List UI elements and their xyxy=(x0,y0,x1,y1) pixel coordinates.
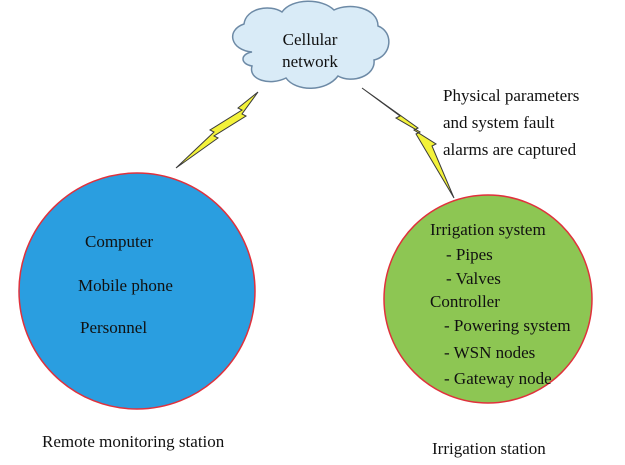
annotation-line2: and system fault xyxy=(443,113,555,132)
lightning-bolt-icon-right xyxy=(361,87,455,199)
remote-station-caption: Remote monitoring station xyxy=(42,432,225,451)
irrigation-item-controller: Controller xyxy=(430,292,500,311)
cloud-icon xyxy=(232,0,390,89)
remote-item-personnel: Personnel xyxy=(80,318,148,337)
lightning-bolt-icon-left xyxy=(175,91,259,169)
irrigation-station-circle xyxy=(383,194,593,404)
irrigation-item-powering-system: - Powering system xyxy=(444,316,571,335)
remote-item-computer: Computer xyxy=(85,232,153,251)
annotation-line3: alarms are captured xyxy=(443,140,577,159)
irrigation-item-valves: - Valves xyxy=(446,269,501,288)
cloud-label-line2: network xyxy=(282,52,338,71)
irrigation-item-irrigation-system: Irrigation system xyxy=(430,220,546,239)
irrigation-item-pipes: - Pipes xyxy=(446,245,493,264)
irrigation-station-caption: Irrigation station xyxy=(432,439,546,458)
annotation-line1: Physical parameters xyxy=(443,86,580,105)
cloud-label-line1: Cellular xyxy=(282,30,338,49)
irrigation-item-wsn-nodes: - WSN nodes xyxy=(444,343,536,362)
remote-item-mobile-phone: Mobile phone xyxy=(78,276,173,295)
remote-station-circle xyxy=(18,172,256,410)
irrigation-item-gateway-node: - Gateway node xyxy=(444,369,552,388)
